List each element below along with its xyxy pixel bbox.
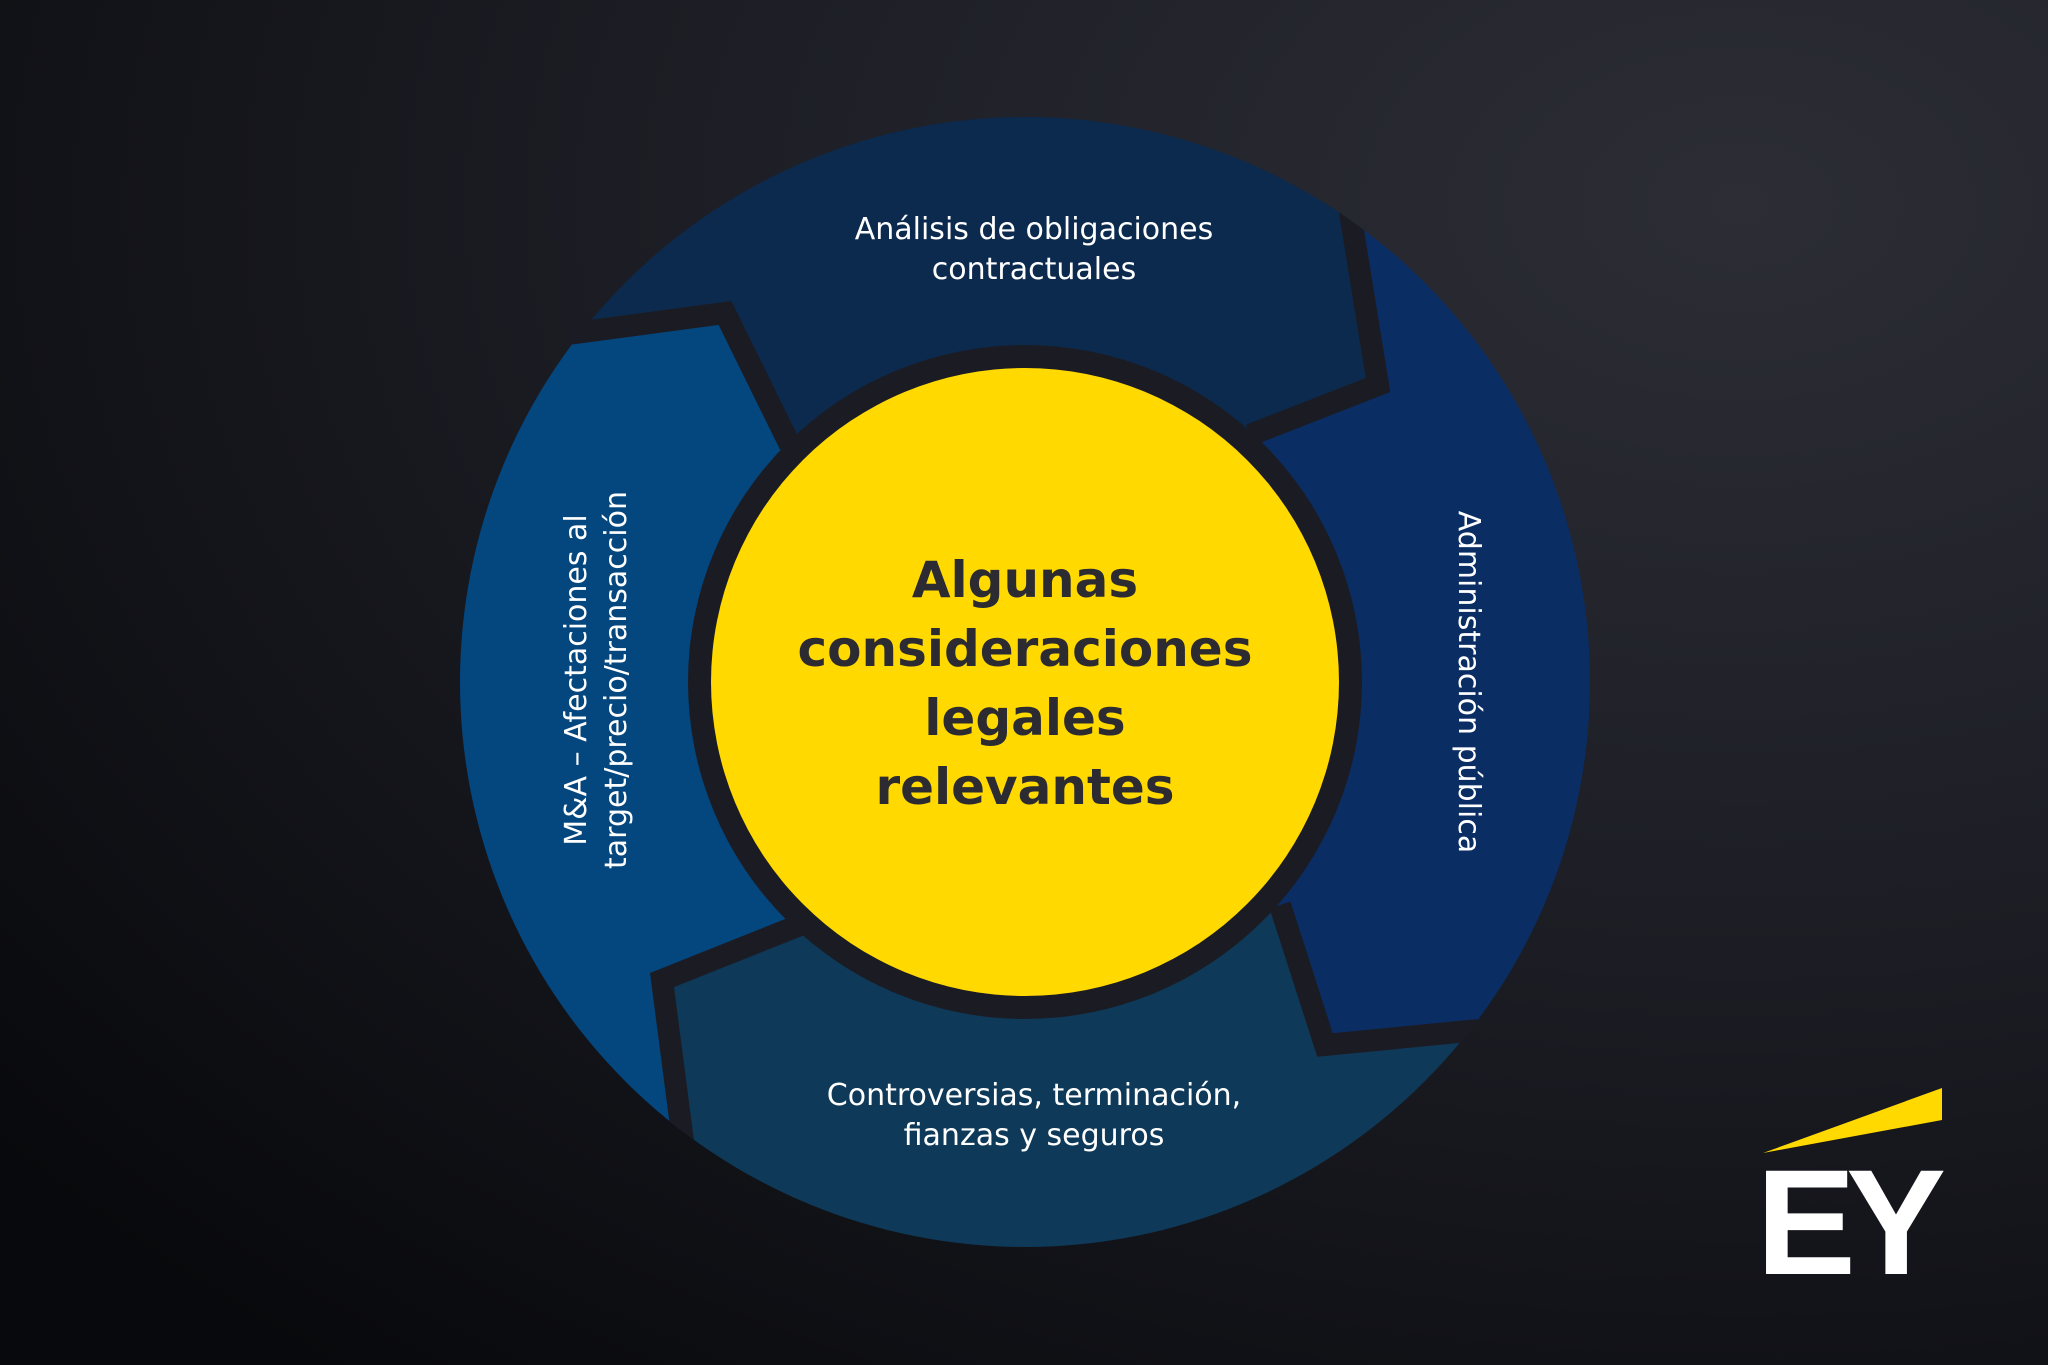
ey-logo-beam xyxy=(1763,1088,1942,1153)
center-title-line-3: legales xyxy=(924,689,1125,747)
segment-top-label-2: contractuales xyxy=(932,252,1136,287)
segment-bottom-label-1: Controversias, terminación, xyxy=(827,1078,1241,1113)
center-title-line-2: consideraciones xyxy=(798,620,1253,678)
ey-logo-text: EY xyxy=(1756,1138,1944,1306)
arrow-separator xyxy=(528,301,800,450)
ey-logo: EY xyxy=(1756,1088,1954,1306)
segment-bottom-label-2: fianzas y seguros xyxy=(904,1118,1165,1153)
center-circle xyxy=(711,368,1339,996)
arrow-separator xyxy=(1245,198,1391,446)
arrow-separator xyxy=(1269,901,1522,1057)
center-title-line-4: relevantes xyxy=(875,758,1174,816)
segment-top-label-1: Análisis de obligaciones xyxy=(855,212,1214,247)
arrow-separator xyxy=(649,914,805,1182)
center-title-line-1: Algunas xyxy=(912,551,1138,609)
segment-left-label-1: M&A – Afectaciones al xyxy=(559,514,594,846)
segment-left-label-2: target/precio/transacción xyxy=(599,491,634,869)
segment-right-label: Administración pública xyxy=(1451,511,1486,853)
